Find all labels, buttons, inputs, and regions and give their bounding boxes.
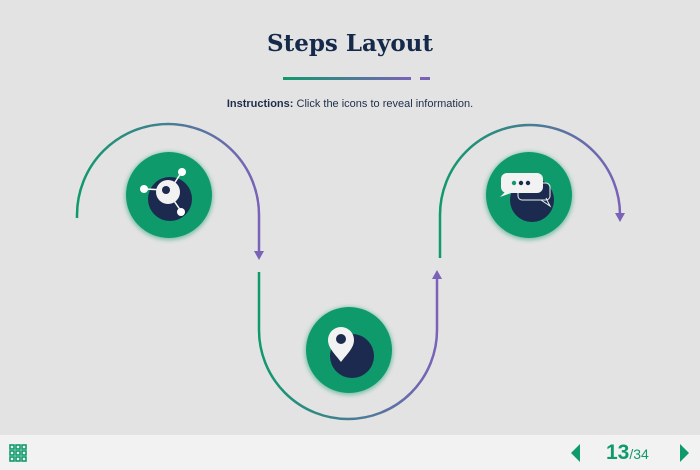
arrow-up-icon xyxy=(432,270,442,279)
grid-menu-icon[interactable] xyxy=(9,444,27,462)
step-1-button[interactable] xyxy=(125,152,213,240)
previous-page-button[interactable] xyxy=(571,444,580,462)
page-title: Steps Layout xyxy=(266,30,434,57)
page-counter: 13/34 xyxy=(606,441,649,465)
network-node-icon xyxy=(140,168,192,221)
connector-path-1 xyxy=(75,122,261,254)
instructions: Instructions: Click the icons to reveal … xyxy=(0,98,700,110)
location-pin-icon xyxy=(328,327,374,378)
total-pages: /34 xyxy=(629,446,649,462)
arrow-down-icon xyxy=(615,213,625,222)
title-underline xyxy=(283,77,430,80)
connector-path-3 xyxy=(438,123,622,258)
instructions-label: Instructions: xyxy=(226,98,294,110)
step-2-button[interactable] xyxy=(305,307,393,395)
connector-path-2 xyxy=(257,272,439,421)
next-page-button[interactable] xyxy=(680,444,689,462)
arrow-down-icon xyxy=(254,251,264,260)
step-3-button[interactable] xyxy=(485,152,573,240)
footer-bar: 13/34 xyxy=(0,435,700,470)
instructions-text: Click the icons to reveal information. xyxy=(293,98,474,110)
chat-bubbles-icon xyxy=(500,173,554,222)
current-page: 13 xyxy=(606,441,630,464)
